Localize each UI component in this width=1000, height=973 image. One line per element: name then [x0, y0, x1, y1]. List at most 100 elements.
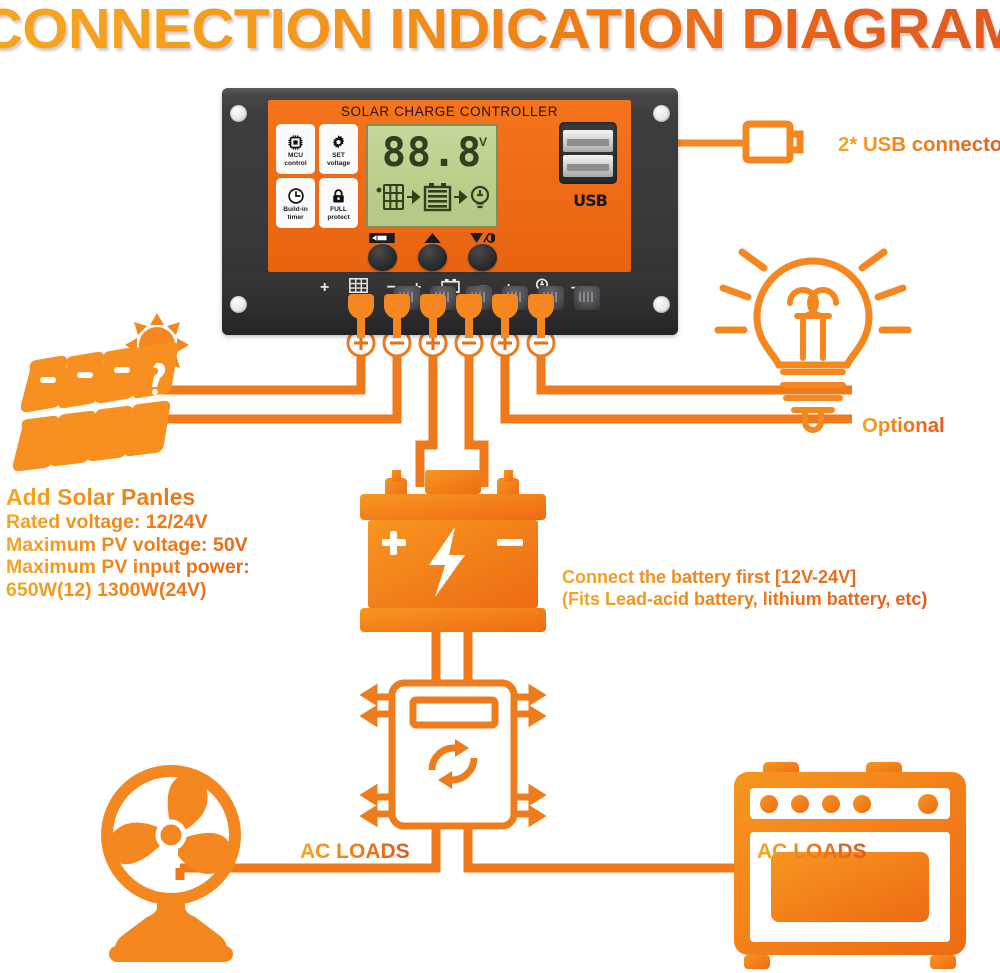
badge-protect-label-1: FULL — [330, 206, 347, 214]
usb-port-block[interactable]: USB — [559, 122, 621, 230]
plug-5 — [492, 294, 518, 338]
down-button-knob[interactable] — [467, 244, 497, 271]
battery-terminal-left — [385, 478, 407, 498]
up-arrow-icon — [416, 232, 448, 243]
badge-mcu-control: MCU control — [276, 124, 315, 174]
gear-icon — [330, 132, 347, 152]
terminal-symbols-solar: + − — [320, 277, 396, 298]
clock-icon — [287, 186, 305, 206]
battery-note-block: Connect the battery first [12V-24V] (Fit… — [562, 566, 927, 610]
badge-full-protect: FULL protect — [319, 178, 358, 228]
stove-oven-icon — [734, 762, 966, 969]
dual-usb-port[interactable] — [559, 122, 617, 184]
badge-mcu-label-2: control — [284, 159, 307, 167]
badge-timer-label-1: Build-in — [283, 206, 308, 214]
plug-6 — [528, 294, 554, 338]
lcd-battery-icon — [423, 183, 452, 212]
controller-top-edge — [222, 88, 678, 97]
up-button-knob[interactable] — [417, 244, 447, 271]
menu-button[interactable] — [366, 232, 398, 271]
fan-blades — [106, 774, 234, 874]
terminal-socket-6[interactable] — [574, 286, 600, 310]
battery-bolt-icon — [429, 527, 465, 597]
usb-plug-icon — [742, 120, 804, 164]
inverter-box-icon — [359, 679, 547, 830]
page-title: CONNECTION INDICATION DIAGRAM — [0, 0, 1000, 60]
lock-icon — [330, 186, 347, 206]
wire-inverter-to-fan — [180, 826, 441, 873]
mount-screw-top-left — [230, 105, 247, 122]
battery-menu-icon — [366, 232, 398, 243]
optional-label: Optional — [862, 415, 945, 437]
terminal-marker-load-minus — [526, 328, 556, 358]
wire-battery-negative — [464, 352, 489, 487]
battery-note-line-1: Connect the battery first [12V-24V] — [562, 566, 927, 588]
badge-mcu-label-1: MCU — [287, 152, 304, 160]
solar-panel-symbol-icon — [348, 277, 368, 298]
solar-panel-array-icon — [12, 341, 179, 472]
battery-bottom-band — [360, 608, 546, 632]
solar-plus-symbol: + — [320, 279, 330, 296]
wire-battery-positive — [415, 352, 438, 487]
plug-1 — [348, 294, 374, 338]
badge-protect-label-2: protect — [327, 213, 350, 221]
solar-heading: Add Solar Panles — [6, 484, 306, 511]
wire-load-negative — [536, 352, 852, 395]
lcd-display: 88.8 V — [366, 124, 498, 228]
terminal-marker-group — [346, 328, 556, 358]
plug-3 — [420, 294, 446, 338]
controller-title: SOLAR CHARGE CONTROLLER — [340, 104, 559, 119]
battery-top-band — [360, 494, 546, 520]
menu-button-knob[interactable] — [367, 244, 397, 271]
car-battery-icon — [360, 470, 546, 632]
usb-connector-label: 2* USB connector — [838, 134, 1000, 157]
lcd-arrow-1 — [407, 189, 421, 205]
lcd-solar-panel-icon — [383, 184, 404, 210]
button-row — [366, 232, 498, 271]
lcd-sun-icon — [375, 185, 384, 195]
wire-load-positive — [500, 352, 852, 424]
lcd-bulb-icon — [470, 185, 490, 209]
lcd-unit-label: V — [478, 135, 487, 149]
usb-logo-label: USB — [573, 191, 608, 210]
controller-front-panel: SOLAR CHARGE CONTROLLER MCU con — [268, 100, 631, 310]
up-button[interactable] — [416, 232, 448, 271]
stove-knobs — [760, 794, 938, 814]
down-arrow-moon-icon — [466, 232, 498, 243]
fan-stand — [115, 899, 227, 949]
badge-set-label-1: SET — [332, 152, 345, 160]
mount-screw-top-right — [653, 105, 670, 122]
wire-solar-negative — [162, 352, 402, 424]
plug-group — [348, 294, 554, 338]
ac-loads-label-left: AC LOADS — [300, 840, 410, 863]
usb-slot-lower[interactable] — [563, 154, 613, 177]
wire-inverter-to-stove — [463, 826, 760, 873]
battery-plus-mark — [382, 531, 406, 555]
usb-slot-upper[interactable] — [563, 129, 613, 152]
down-button[interactable] — [466, 232, 498, 271]
plug-4 — [456, 294, 482, 338]
solar-info-block: Add Solar Panles Rated voltage: 12/24V M… — [6, 484, 306, 601]
fan-base — [109, 946, 233, 962]
battery-minus-mark — [497, 539, 523, 546]
mount-screw-bottom-right — [653, 296, 670, 313]
electric-fan-icon — [101, 765, 241, 962]
chip-icon — [287, 132, 304, 152]
lcd-arrow-2 — [454, 189, 468, 205]
lcd-voltage-reading: 88.8 — [381, 130, 483, 176]
stove-oven-window — [771, 852, 929, 922]
solar-spec-rated-voltage: Rated voltage: 12/24V — [6, 511, 306, 534]
mount-screw-bottom-left — [230, 296, 247, 313]
solar-spec-max-pv-power-value: 650W(12) 1300W(24V) — [6, 579, 306, 602]
terminal-marker-solar-plus — [346, 328, 376, 358]
ac-loads-label-right: AC LOADS — [757, 840, 867, 863]
badge-timer-label-2: timer — [287, 213, 304, 221]
lcd-flow-diagram — [375, 183, 490, 212]
battery-note-line-2: (Fits Lead-acid battery, lithium battery… — [562, 589, 928, 609]
light-bulb-icon — [714, 248, 912, 433]
badge-set-voltage: SET voltage — [319, 124, 358, 174]
